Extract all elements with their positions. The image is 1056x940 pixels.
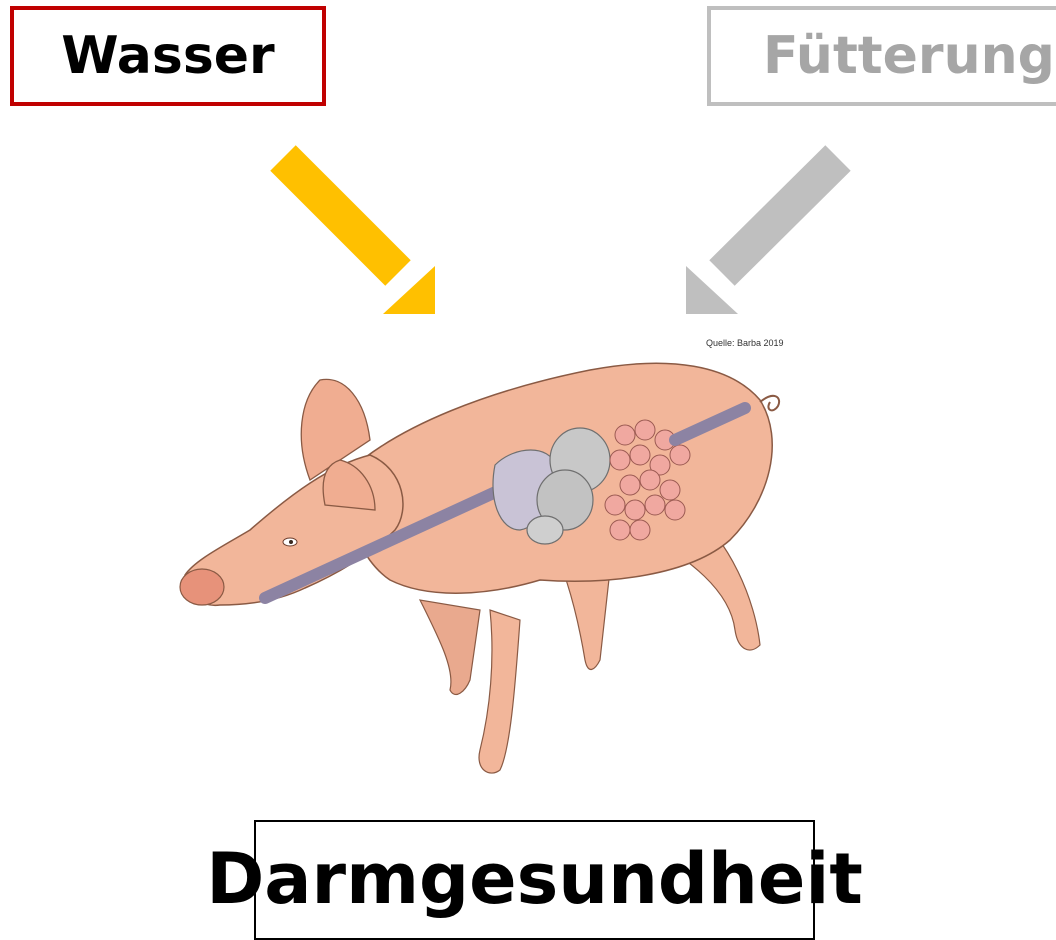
pig-illustration [170,330,800,790]
gut-health-label: Darmgesundheit [206,838,863,920]
feeding-arrow [686,158,838,314]
water-arrow [283,158,435,314]
gut-health-box: Darmgesundheit [254,820,815,940]
